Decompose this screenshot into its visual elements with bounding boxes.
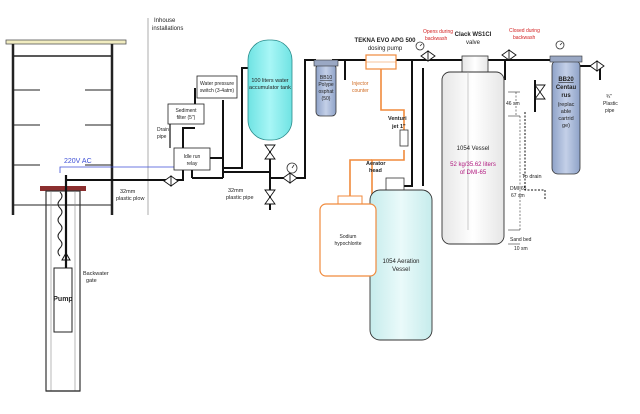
- well-house: [5, 39, 127, 215]
- bb20-label-7: ge): [562, 123, 570, 129]
- plastic-label-2: Plastic: [603, 101, 618, 107]
- valve-icon: [264, 189, 276, 205]
- bb20-label-2: Centau: [556, 85, 577, 91]
- pipe32-label-1: 32mm: [228, 188, 244, 194]
- ac-label: 220V AC: [64, 158, 92, 165]
- backwater-label-1: Backwater: [83, 271, 109, 277]
- valve-icon: [501, 49, 517, 61]
- idle-label-2: relay: [187, 161, 198, 167]
- vessel-title: 1054 Vessel: [457, 146, 490, 152]
- sediment-label-1: Sediment: [175, 108, 197, 114]
- pipe32-label-2: plastic pipe: [226, 195, 254, 201]
- closed-label-2: backwash: [513, 35, 535, 41]
- valve-icon: [420, 50, 436, 62]
- plow-label-1: 32mm: [120, 189, 136, 195]
- vessel-media-2: of DMI-65: [460, 170, 487, 176]
- water-pressure-switch: [196, 75, 238, 99]
- plow-label-2: plastic plow: [116, 196, 144, 202]
- sediment-filter: [167, 103, 205, 125]
- bb10-label-2: Polype: [318, 82, 334, 88]
- vessel-media-1: 52 kg/35.62 liters: [450, 162, 496, 168]
- venturi-label-2: jet 1": [391, 124, 406, 130]
- pressure-label-2: switch (3-4atm): [200, 88, 235, 94]
- bb20-label-4: (replac: [558, 102, 575, 108]
- clack-label-2: valve: [466, 40, 481, 46]
- clack-label-1: Clack WS1CI: [455, 32, 492, 38]
- aeration-label-1: 1054 Aeration: [382, 259, 419, 265]
- sandbed-label-1: Sand bed: [510, 237, 532, 243]
- dmi-label-2: 67 sm: [511, 193, 525, 199]
- inhouse-label-1: Inhouse: [154, 18, 176, 24]
- closed-label-1: Closed during: [509, 28, 540, 34]
- valve-icon: [282, 172, 298, 184]
- pump-label: Pump: [53, 296, 72, 303]
- dmi-label-1: DMI-65: [510, 186, 527, 192]
- venturi-jet: [399, 129, 409, 147]
- injector-label-2: counter: [352, 88, 369, 94]
- well-casing: [40, 186, 86, 392]
- valve-icon: [589, 60, 605, 72]
- bb20-label-3: rus: [561, 93, 571, 99]
- bb20-label-1: BB20: [558, 77, 574, 83]
- valves: [163, 49, 605, 205]
- bb10-label-1: BB10: [320, 75, 332, 81]
- drain-label-1: Drain: [157, 127, 169, 133]
- dim-46-label: 46 sm: [506, 101, 520, 107]
- opens-label-2: backwash: [425, 36, 447, 42]
- power-line: [59, 166, 183, 173]
- bb10-label-3: osphat: [318, 89, 334, 95]
- backwater-gate-icon: [61, 251, 71, 261]
- dosing-pump-title-2: dosing pump: [368, 46, 403, 52]
- pressure-gauges: [286, 40, 565, 174]
- bb10-label-4: (50): [322, 96, 331, 102]
- idle-label-1: Idle run: [184, 154, 201, 160]
- to-drain-label: To drain: [522, 174, 542, 180]
- bb20-label-5: able: [561, 109, 571, 115]
- aerator-label-1: Aerator: [366, 161, 386, 167]
- hypochlorite-container: [319, 203, 377, 277]
- accumulator-tank: [247, 39, 293, 141]
- accumulator-label-2: accumulator tank: [249, 85, 291, 91]
- valve-icon: [534, 84, 546, 100]
- sediment-label-2: filter (5"): [177, 115, 196, 121]
- valve-icon: [264, 144, 276, 160]
- chemical-line: [349, 69, 405, 200]
- hypo-label-1: Sodium: [340, 234, 357, 240]
- dimensions: [508, 91, 546, 245]
- venturi-label-1: Venturi: [388, 116, 407, 122]
- pump: Pump Backwater gate: [53, 175, 109, 333]
- aerator-label-2: head: [369, 168, 382, 174]
- plastic-label-1: ¾": [606, 94, 612, 100]
- well-cap: [40, 186, 86, 191]
- backwater-label-2: gate: [86, 278, 97, 284]
- sandbed-label-2: 10 sm: [514, 246, 528, 252]
- inhouse-label-2: installations: [152, 26, 183, 32]
- valve-icon: [163, 175, 179, 187]
- hypo-label-2: hypochlorite: [335, 241, 362, 247]
- drain-label-2: pipe: [157, 134, 167, 140]
- injector-label-1: Injector: [352, 81, 369, 87]
- accumulator-label-1: 100 liters water: [251, 78, 288, 84]
- opens-label-1: Opens during: [423, 29, 453, 35]
- aeration-label-2: Vessel: [392, 267, 410, 273]
- plastic-label-3: pipe: [605, 108, 615, 114]
- clack-valve: [461, 55, 489, 73]
- bb20-label-6: cartrid: [558, 116, 573, 122]
- dmi-vessel: [441, 71, 505, 245]
- aeration-vessel: [369, 189, 433, 341]
- dosing-pump-title-1: TEKNA EVO APG 500: [355, 38, 417, 44]
- pressure-label-1: Water pressure: [200, 81, 234, 87]
